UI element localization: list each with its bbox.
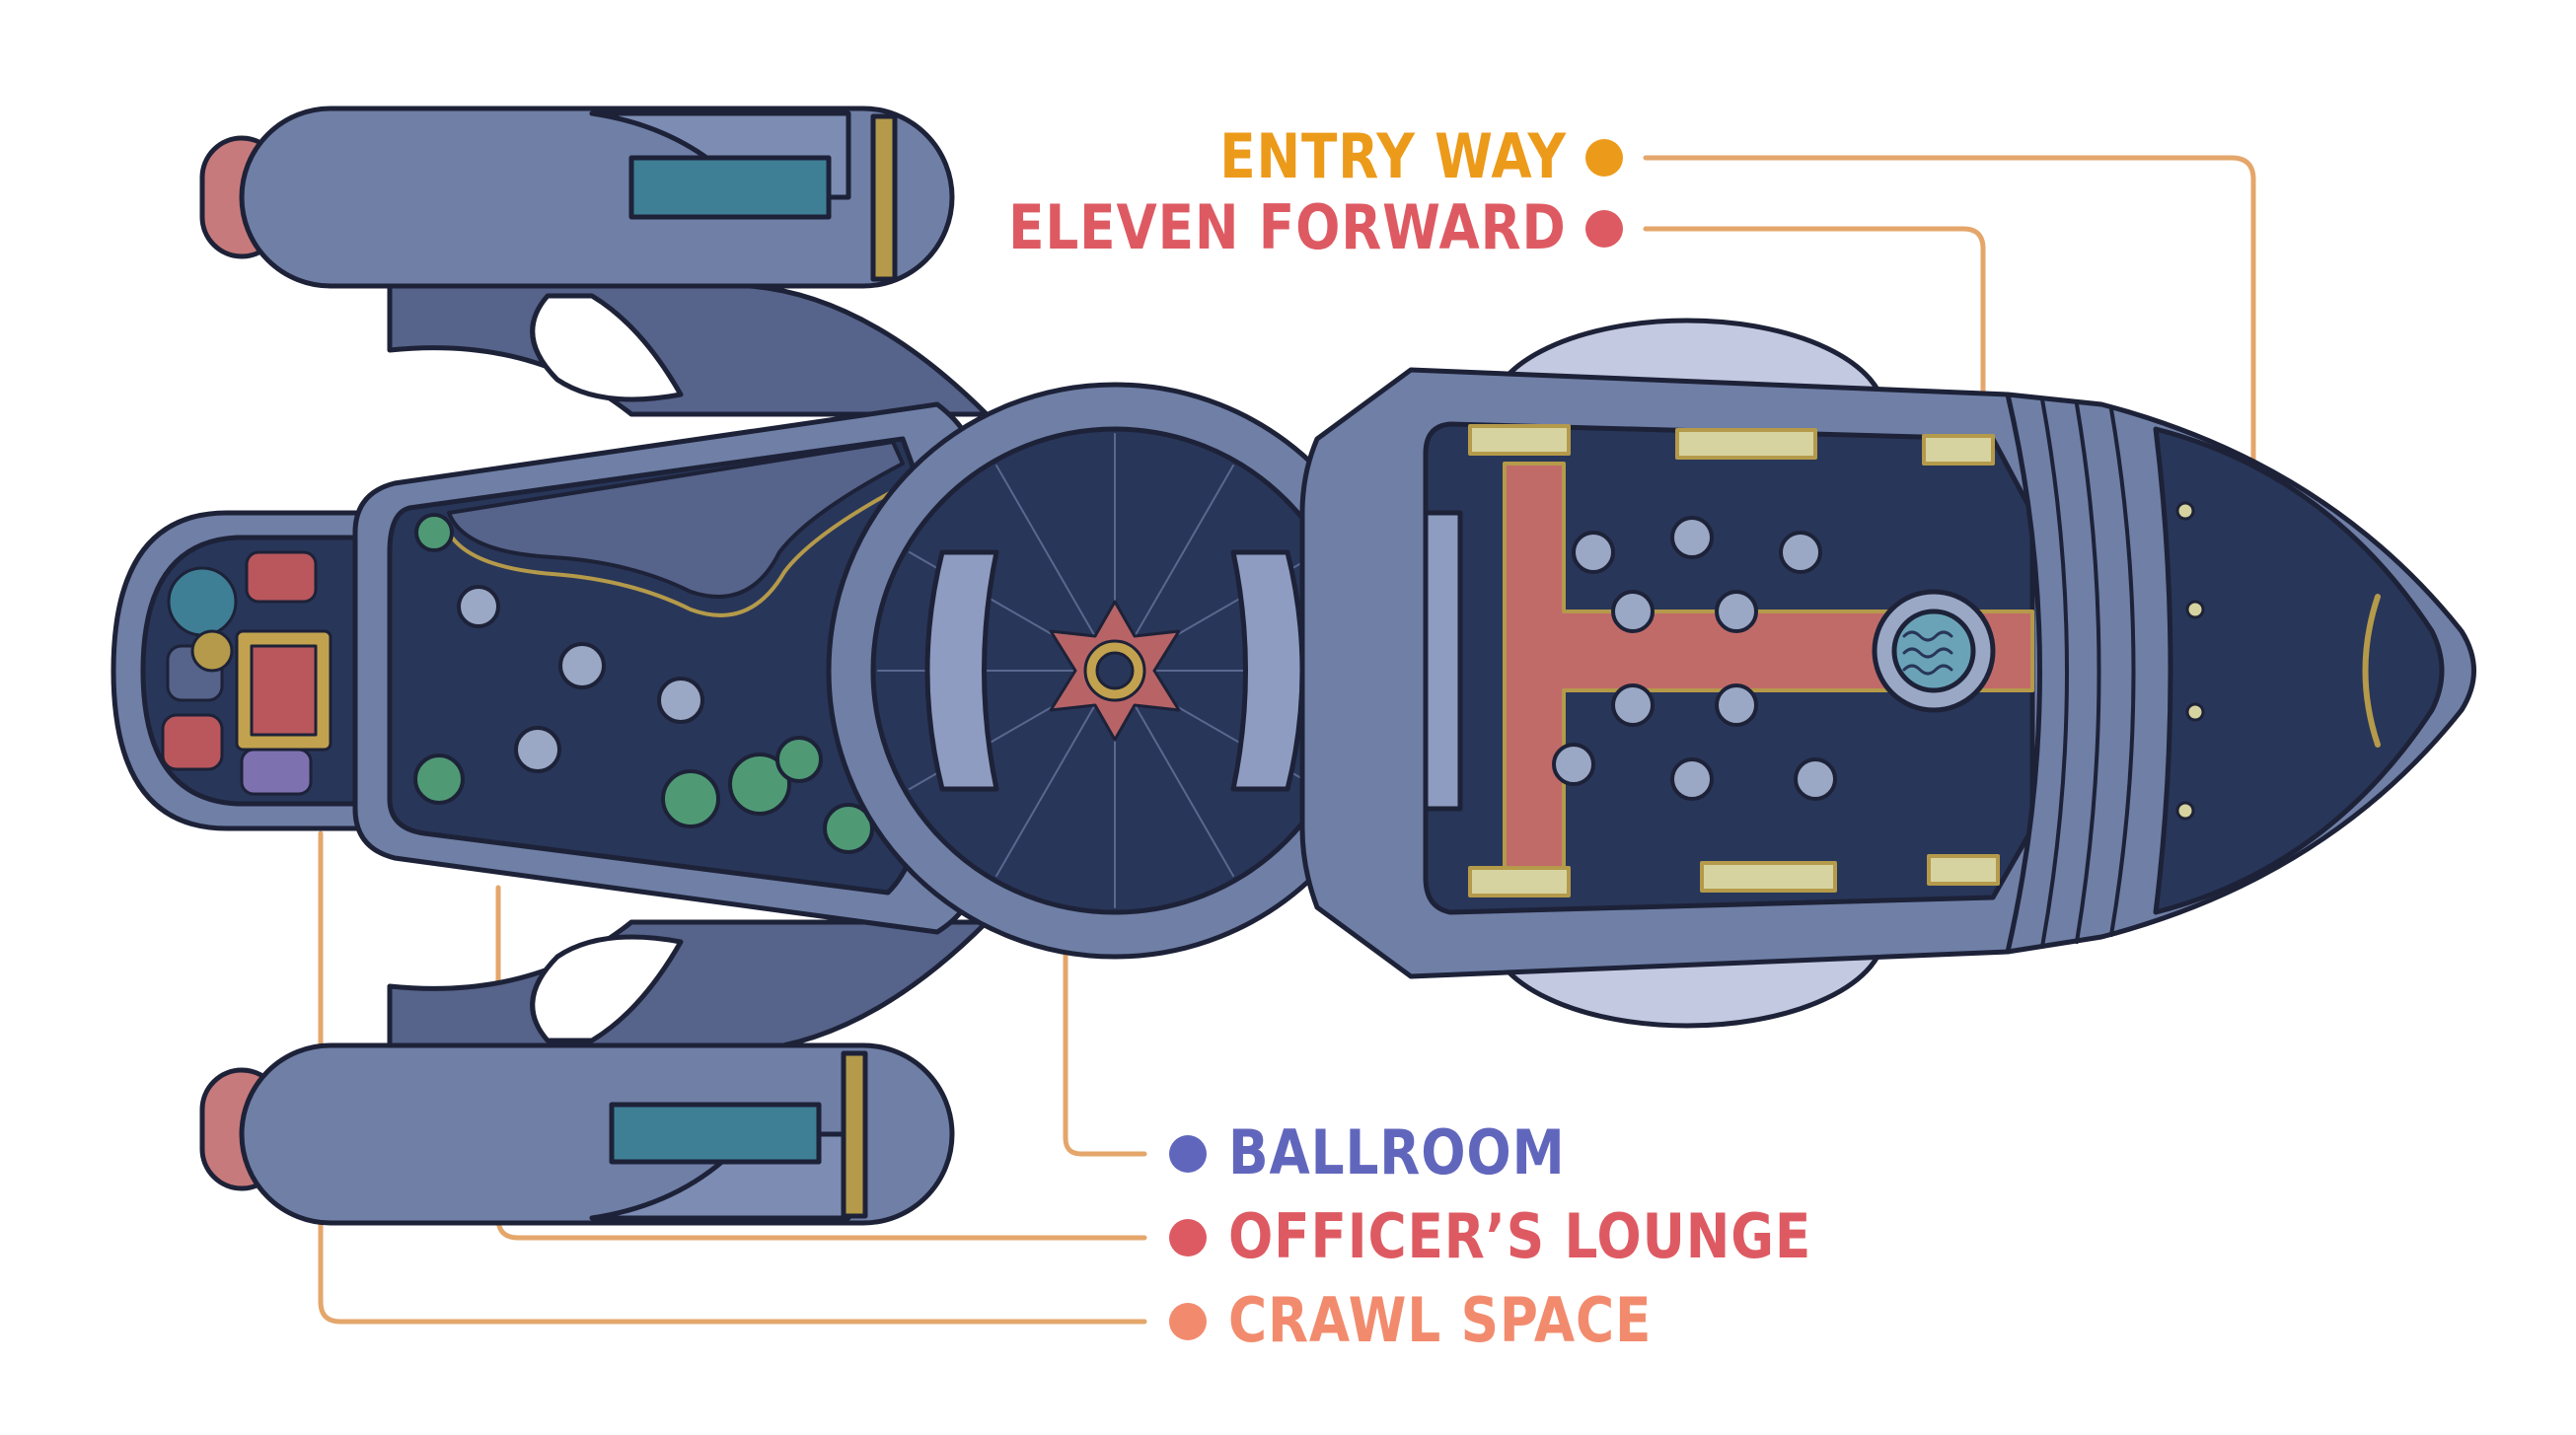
upper-wing-strut-cutout (530, 293, 684, 402)
eleven-forward-steps (1423, 510, 1463, 812)
plant (823, 803, 874, 854)
lounge-table (558, 642, 606, 689)
entry-way-dot (1585, 139, 1623, 177)
entry-light (2185, 600, 2205, 619)
ballroom-label: BALLROOM (1228, 1116, 1566, 1188)
bar-table (1715, 590, 1758, 633)
entry-light (2175, 501, 2195, 521)
bench (1927, 854, 2000, 886)
crawl-space-dot (1169, 1303, 1207, 1340)
entry-way-door (2362, 594, 2381, 748)
ballroom-dot (1169, 1135, 1207, 1173)
entry-way-collar (2040, 397, 2136, 949)
fountain-ripples (1902, 630, 1953, 676)
bar-table (1779, 531, 1822, 574)
ship-body (110, 106, 2476, 1226)
officers-lounge-couch (447, 440, 905, 599)
bar-table (1715, 683, 1758, 727)
eleven-forward-label: ELEVEN FORWARD (1008, 191, 1567, 263)
entry-way-label: ENTRY WAY (1219, 120, 1567, 192)
officers-lounge-plants (413, 513, 874, 854)
lower-engine-panel (609, 1102, 822, 1165)
bench (1468, 424, 1571, 456)
cushion (190, 629, 234, 673)
lower-engine-band (841, 1050, 868, 1219)
bar-table (1670, 757, 1714, 801)
ballroom-center-core (1095, 651, 1135, 690)
eleven-forward-benches (1468, 424, 2000, 897)
entry-light (2175, 801, 2195, 821)
leader-line-entry-way (1643, 155, 2256, 481)
cushion (245, 550, 318, 604)
leader-line-ballroom (1063, 949, 1147, 1157)
leader-line-crawl-space (318, 830, 1147, 1325)
officers-lounge-tables (457, 585, 704, 773)
bar-table (1572, 531, 1615, 574)
leader-line-eleven-forward (1643, 226, 1986, 397)
officers-lounge-couch-trim (447, 481, 910, 617)
bench (1468, 866, 1571, 897)
entry-way-floor (2153, 426, 2445, 915)
crawl-space-rug-inner (250, 644, 318, 737)
crawl-space-cushions (161, 550, 332, 796)
lower-wing-strut-cutout (530, 934, 684, 1043)
bench (1675, 428, 1817, 460)
entry-light (2185, 702, 2205, 722)
bar-table (1552, 743, 1595, 786)
plant (413, 753, 465, 805)
entry-way-lights (2175, 501, 2205, 821)
bench (1700, 861, 1837, 893)
upper-wing-strut (387, 278, 990, 417)
upper-engine-panel (628, 155, 832, 220)
bar-table (1611, 683, 1655, 727)
ballroom-right-steps (1230, 549, 1305, 792)
eleven-forward-dot (1585, 210, 1623, 248)
officers-lounge-label: OFFICER’S LOUNGE (1228, 1200, 1812, 1272)
plant (661, 769, 720, 828)
lounge-table (457, 585, 500, 628)
lower-wing-strut (387, 919, 990, 1058)
bar-table (1670, 516, 1714, 559)
crawl-space-label: CRAWL SPACE (1228, 1284, 1653, 1356)
cushion (167, 566, 238, 637)
lounge-table (514, 726, 561, 773)
lounge-table (657, 677, 704, 724)
upper-engine-band (870, 113, 898, 282)
plant (414, 513, 454, 552)
plant (728, 753, 791, 816)
plant (775, 736, 823, 783)
eleven-forward-tables (1552, 516, 1837, 801)
bar-table (1611, 590, 1655, 633)
cushion (161, 713, 224, 771)
bar-table (1794, 757, 1837, 801)
officers-lounge-dot (1169, 1219, 1207, 1256)
cushion (240, 748, 313, 796)
ballroom-left-steps (924, 549, 999, 792)
bench (1922, 434, 1995, 466)
